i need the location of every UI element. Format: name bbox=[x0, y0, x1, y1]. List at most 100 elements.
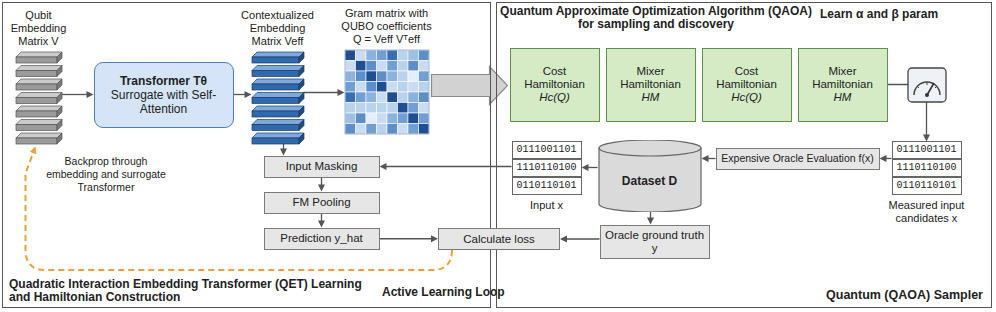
node-text: Hc(Q) bbox=[707, 91, 787, 104]
arrowhead bbox=[702, 155, 709, 162]
heatmap-cell bbox=[398, 103, 409, 114]
heatmap-cell bbox=[377, 113, 388, 124]
slab-side bbox=[57, 52, 62, 63]
slab-front bbox=[252, 125, 299, 131]
slab-front bbox=[252, 71, 299, 77]
arrowhead bbox=[431, 235, 438, 242]
heatmap-cell bbox=[366, 50, 377, 61]
heatmap-cell bbox=[419, 92, 430, 103]
slab-front bbox=[16, 84, 57, 90]
heatmap-cell bbox=[345, 92, 356, 103]
shape-heading: Contextualized Embedding Matrix Veff bbox=[236, 9, 320, 48]
hamiltonian-box: Mixer HamiltonianHM bbox=[606, 48, 696, 122]
slab-top bbox=[16, 106, 62, 111]
connector bbox=[380, 235, 439, 242]
slab-front bbox=[16, 98, 57, 104]
heatmap-cell bbox=[356, 82, 367, 93]
heatmap-cell bbox=[387, 92, 398, 103]
slab-side bbox=[299, 66, 304, 77]
text-wrap: 1110110100 bbox=[896, 161, 956, 175]
heatmap-cell bbox=[345, 50, 356, 61]
bitstring: 0111001101 bbox=[512, 141, 582, 159]
heatmap-cell bbox=[419, 82, 430, 93]
connector bbox=[280, 144, 287, 156]
arrowhead bbox=[30, 147, 37, 155]
text-wrap: 1110110100 bbox=[516, 161, 576, 175]
gram-matrix: Gram matrix with QUBO coefficients Q = V… bbox=[345, 50, 429, 134]
node-text: 0111001101 bbox=[896, 143, 956, 157]
heatmap-cell bbox=[356, 61, 367, 72]
slab-side bbox=[57, 93, 62, 104]
text-wrap: Expensive Oracle Evaluation f(x) bbox=[721, 152, 873, 165]
cylinder-body bbox=[599, 140, 701, 212]
slab-top bbox=[252, 93, 304, 98]
text-wrap: 0111001101 bbox=[896, 143, 956, 157]
node-text: Calculate loss bbox=[463, 233, 535, 246]
heatmap-cell bbox=[398, 113, 409, 124]
heatmap-cell bbox=[387, 71, 398, 82]
slab-top bbox=[16, 79, 62, 84]
process-box: Oracle ground truth y bbox=[600, 225, 710, 259]
meter-tick bbox=[927, 82, 928, 85]
heatmap-cell bbox=[408, 71, 419, 82]
slab-top bbox=[16, 133, 62, 138]
arrowhead bbox=[380, 163, 387, 170]
connector-line bbox=[588, 167, 598, 168]
text-wrap: Input Masking bbox=[286, 160, 358, 173]
slab-side bbox=[299, 79, 304, 90]
connector bbox=[582, 164, 598, 171]
slab-top bbox=[252, 52, 304, 57]
connector bbox=[880, 155, 892, 162]
heatmap-cell bbox=[356, 50, 367, 61]
node-text: Cost Hamiltonian bbox=[707, 65, 787, 91]
heatmap-cell bbox=[408, 103, 419, 114]
node-text: Mixer Hamiltonian bbox=[611, 65, 691, 91]
panel-heading: Quantum (QAOA) Sampler bbox=[826, 289, 983, 302]
process-box: FM Pooling bbox=[264, 192, 380, 214]
slab-side bbox=[299, 93, 304, 104]
heatmap-cell bbox=[345, 71, 356, 82]
connector bbox=[647, 212, 654, 225]
bitstring: 0110110101 bbox=[892, 177, 962, 195]
annotation-label: Quantum Approximate Optimization Algorit… bbox=[500, 5, 812, 31]
arrowhead bbox=[318, 185, 325, 192]
node-text: Prediction y_hat bbox=[280, 232, 362, 245]
panel-heading: Quadratic Interaction Embedding Transfor… bbox=[9, 278, 374, 304]
slab-top bbox=[16, 66, 62, 71]
embedding-stack: Qubit Embedding Matrix V bbox=[16, 52, 62, 144]
slab-front bbox=[252, 138, 299, 144]
dataset-cylinder: Dataset D bbox=[598, 140, 702, 212]
shape-heading: Input x bbox=[517, 199, 577, 212]
node-text: 0110110101 bbox=[896, 179, 956, 193]
heatmap-cell bbox=[419, 124, 430, 135]
slab-top bbox=[16, 52, 62, 57]
heatmap-frame bbox=[345, 50, 429, 134]
annotation-label: Backprop through embedding and surrogate… bbox=[40, 155, 172, 194]
heatmap-cell bbox=[387, 82, 398, 93]
node-text: HM bbox=[611, 91, 691, 104]
heatmap-cell bbox=[408, 50, 419, 61]
slab-front bbox=[252, 98, 299, 104]
arrowhead bbox=[560, 236, 567, 243]
text-wrap: 0111001101 bbox=[516, 143, 576, 157]
connector bbox=[62, 91, 94, 98]
slab-side bbox=[57, 106, 62, 117]
heatmap-cell bbox=[419, 61, 430, 72]
arrowhead bbox=[647, 218, 654, 225]
slab-front bbox=[16, 138, 57, 144]
slab-side bbox=[57, 79, 62, 90]
heatmap-cell bbox=[408, 92, 419, 103]
connector-line bbox=[708, 158, 716, 159]
connector-line bbox=[380, 238, 433, 239]
embedding-stack: Contextualized Embedding Matrix Veff bbox=[252, 52, 304, 144]
heatmap-cell bbox=[356, 124, 367, 135]
text-wrap: 0110110101 bbox=[896, 179, 956, 193]
slab-front bbox=[16, 111, 57, 117]
heatmap-cell bbox=[366, 103, 377, 114]
arrowhead bbox=[280, 149, 287, 156]
heatmap-cell bbox=[345, 113, 356, 124]
heatmap-cell bbox=[387, 113, 398, 124]
node-text: 1110110100 bbox=[896, 161, 956, 175]
